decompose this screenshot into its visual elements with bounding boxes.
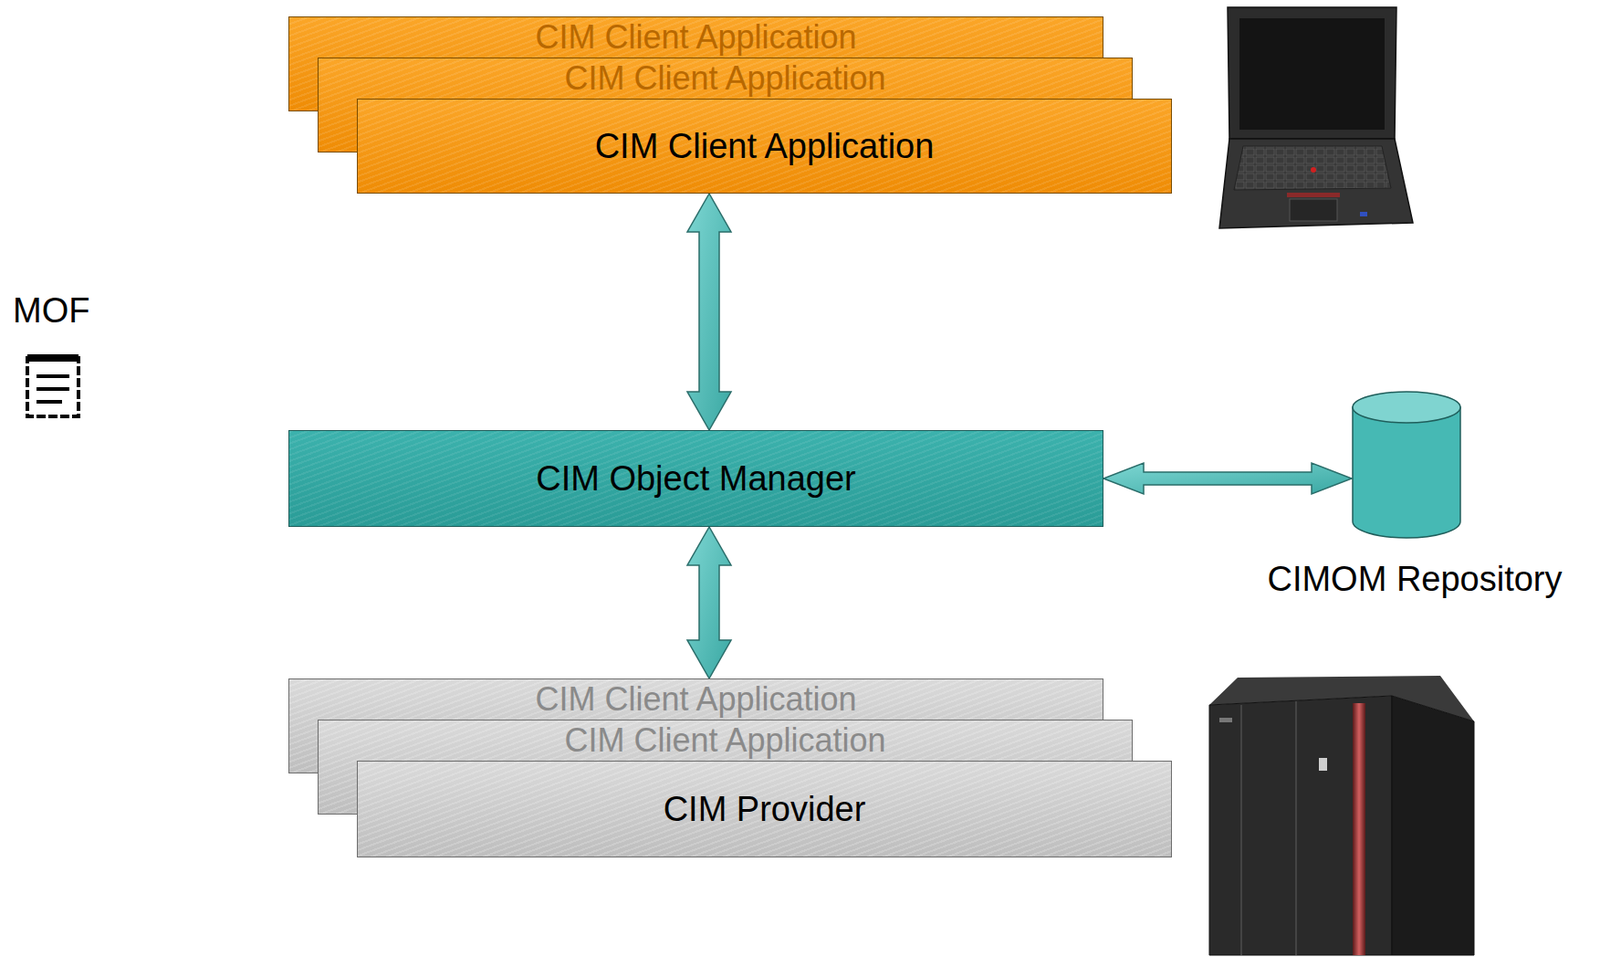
mainframe-logo (1219, 717, 1233, 722)
cylinder-shape (1351, 390, 1462, 539)
mainframe-panel-line (1240, 704, 1243, 955)
provider-box: CIM Provider (356, 760, 1172, 858)
mof-file-icon (27, 354, 79, 417)
mainframe-side (1391, 695, 1475, 955)
laptop-base (1219, 138, 1413, 229)
node-label: CIM Client Application (534, 680, 857, 718)
block-arrow (687, 193, 732, 430)
laptop-lid (1227, 7, 1397, 139)
node-label: CIM Client Application (564, 721, 886, 759)
component-label: MOF (12, 290, 90, 331)
client-box: CIM Client Application (356, 98, 1172, 194)
laptop-buttons (1286, 192, 1340, 198)
laptop-touchpad (1289, 198, 1338, 221)
node-label: CIM Client Application (595, 125, 935, 167)
mainframe-illustration (1209, 675, 1475, 955)
mainframe-badge (1318, 757, 1328, 771)
node-label: CIMOM Repository (1228, 558, 1600, 599)
laptop-logo (1359, 211, 1368, 217)
node-label: CIM Provider (663, 788, 867, 829)
mof-line (36, 386, 70, 391)
block-arrow (687, 526, 732, 679)
mainframe-front (1209, 695, 1392, 955)
laptop-screen (1239, 18, 1385, 130)
manager-box: CIM Object Manager (288, 429, 1104, 527)
mainframe-panel-line (1295, 700, 1297, 955)
node-label: CIM Client Application (564, 60, 886, 97)
mof-binding (27, 354, 79, 362)
mof-line (36, 399, 63, 404)
node-label: CIM Object Manager (535, 458, 857, 499)
laptop-illustration (1219, 7, 1413, 229)
block-arrow (1103, 462, 1352, 494)
cylinder-body (1352, 407, 1461, 538)
mainframe-red-stripe (1352, 702, 1366, 955)
repository-cylinder: CIMOM Repository (1228, 390, 1600, 610)
laptop-keyboard (1233, 146, 1391, 190)
mof-page (27, 357, 79, 417)
mof-line (36, 374, 70, 378)
node-label: CIM Client Application (534, 19, 857, 56)
laptop-trackpoint (1310, 167, 1317, 173)
cylinder-top (1352, 391, 1461, 423)
